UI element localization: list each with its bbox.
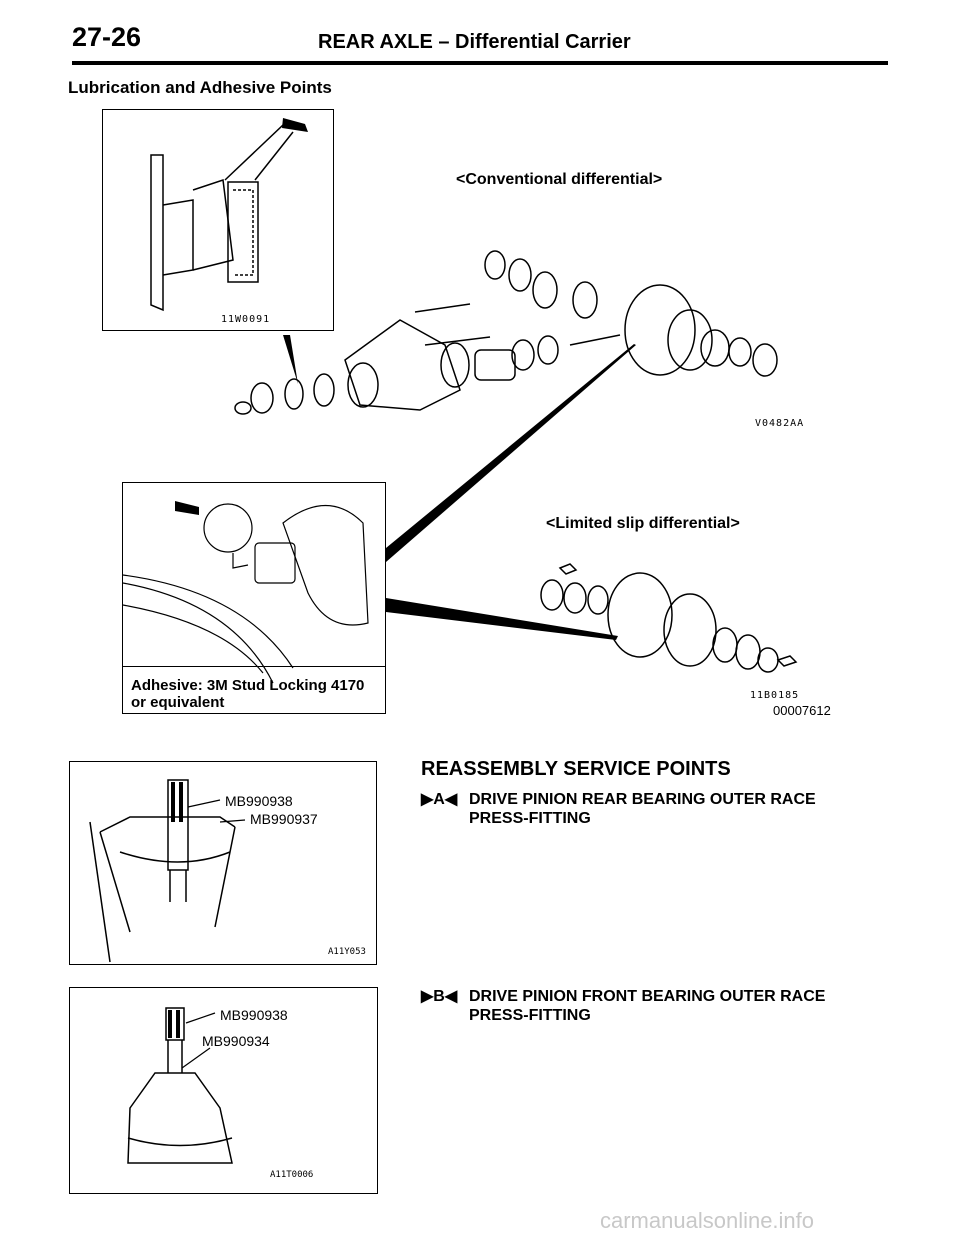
service-point-b-line1: DRIVE PINION FRONT BEARING OUTER RACE: [469, 988, 826, 1005]
adhesive-tube-icon: [175, 501, 199, 515]
page-number: 27-26: [72, 22, 142, 52]
leader-line-seal: [283, 335, 298, 384]
service-point-a-marker: ▶A◀: [421, 791, 458, 808]
limited-slip-caption: <Limited slip differential>: [546, 515, 740, 532]
conventional-caption: <Conventional differential>: [456, 171, 663, 188]
limited-slip-differential-diagram: [540, 563, 798, 673]
figure-a-code: A11Y053: [328, 947, 366, 957]
press-fit-drawing-b: [127, 1007, 233, 1164]
figure-number: 00007612: [773, 703, 831, 718]
service-point-b-line2: PRESS-FITTING: [469, 1007, 591, 1024]
header-rule: [72, 61, 888, 65]
seal-inset-figure: 11W0091: [102, 109, 334, 331]
running-header: REAR AXLE – Differential Carrier: [318, 31, 631, 53]
adhesive-note-divider: [123, 666, 385, 667]
adhesive-note-line1: Adhesive: 3M Stud Locking 4170: [131, 677, 365, 694]
tool-figure-b: MB990938 MB990934 A11T0006: [69, 987, 378, 1194]
leader-line-lsd-lower: [386, 598, 618, 640]
service-point-a-line2: PRESS-FITTING: [469, 810, 591, 827]
service-point-a-line1: DRIVE PINION REAR BEARING OUTER RACE: [469, 791, 816, 808]
limited-slip-code: 11B0185: [750, 690, 800, 701]
press-fit-drawing-a: [89, 779, 246, 963]
leader-line-lsd-upper: [386, 344, 636, 562]
seal-drawing: [150, 118, 308, 312]
ring-gear-drawing: [122, 501, 369, 684]
tool-b-primary: MB990938: [220, 1007, 288, 1023]
sealant-tube-icon: [282, 118, 308, 132]
reassembly-heading: REASSEMBLY SERVICE POINTS: [421, 758, 731, 780]
tool-a-primary: MB990938: [225, 793, 293, 809]
seal-inset-code: 11W0091: [221, 314, 271, 325]
tool-b-secondary: MB990934: [202, 1033, 270, 1049]
service-point-b-text: DRIVE PINION FRONT BEARING OUTER RACE PR…: [469, 987, 869, 1025]
figure-b-code: A11T0006: [270, 1170, 314, 1180]
tool-a-secondary: MB990937: [250, 811, 318, 827]
conventional-differential-diagram: [234, 250, 778, 415]
section-title: Lubrication and Adhesive Points: [68, 78, 332, 97]
adhesive-inset-figure: Adhesive: 3M Stud Locking 4170 or equiva…: [122, 482, 386, 714]
exploded-view-drawing: [234, 250, 798, 673]
conventional-code: V0482AA: [755, 418, 805, 429]
adhesive-note-line2: or equivalent: [131, 694, 225, 711]
tool-figure-a: MB990938 MB990937 A11Y053: [69, 761, 377, 965]
service-point-b-marker: ▶B◀: [421, 988, 458, 1005]
service-point-a: ▶A◀ DRIVE PINION REAR BEARING OUTER RACE…: [421, 790, 881, 830]
service-point-b: ▶B◀ DRIVE PINION FRONT BEARING OUTER RAC…: [421, 987, 881, 1027]
watermark: carmanualsonline.info: [600, 1208, 815, 1233]
service-point-a-text: DRIVE PINION REAR BEARING OUTER RACE PRE…: [469, 790, 869, 828]
